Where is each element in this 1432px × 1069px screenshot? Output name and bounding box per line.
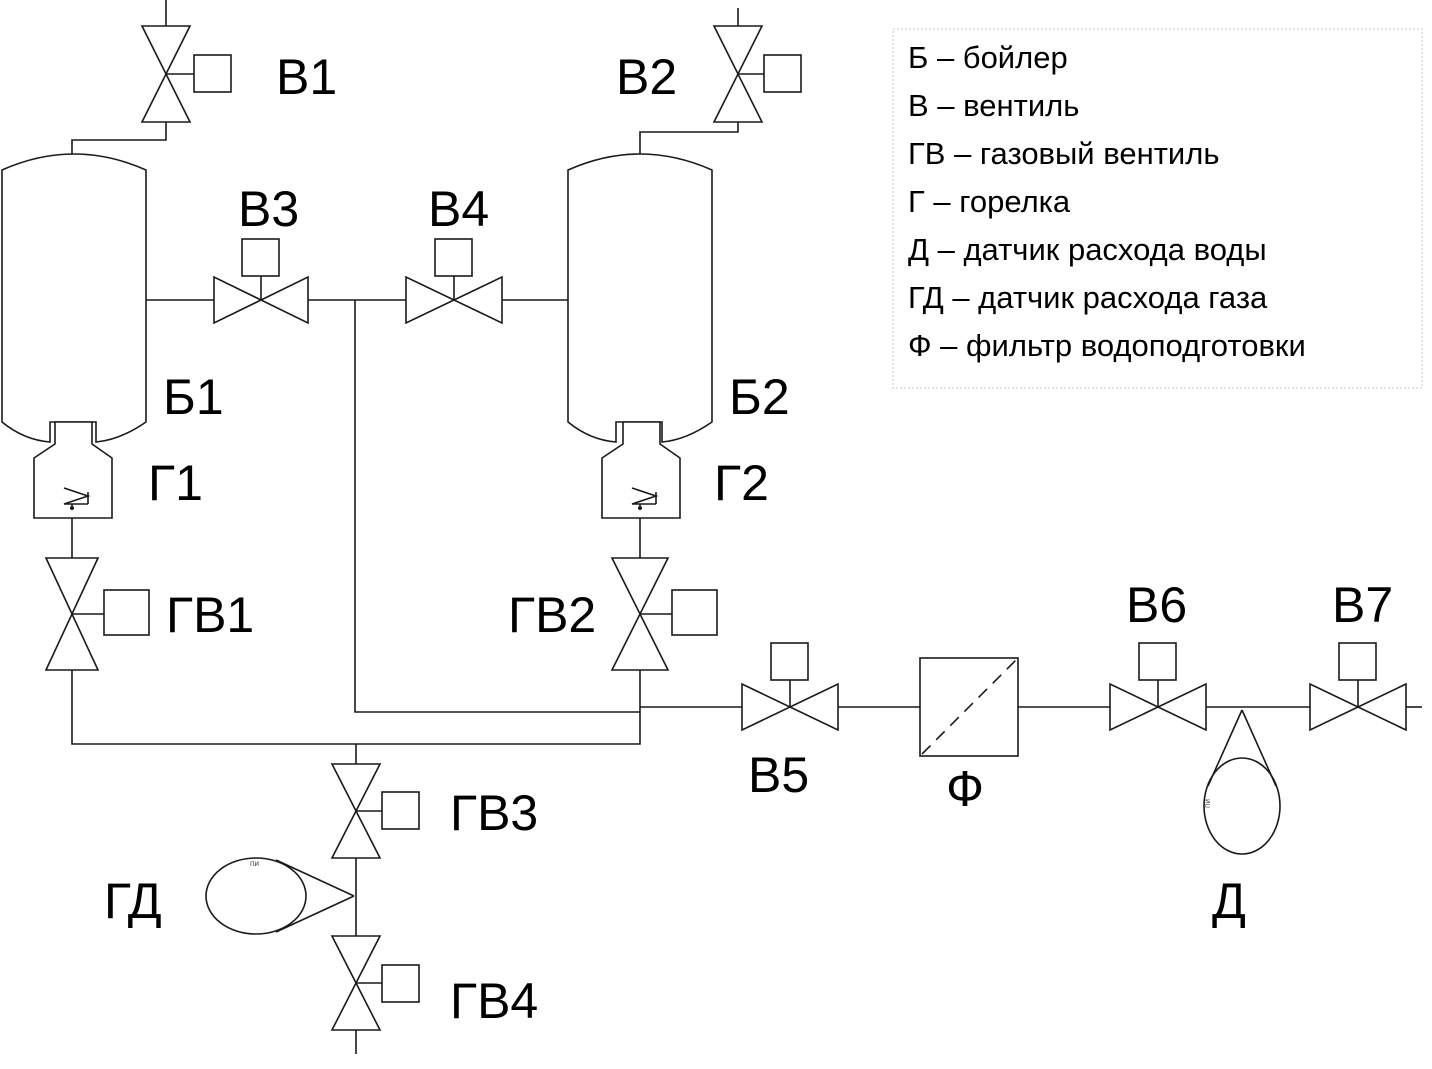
label-v7: В7 bbox=[1332, 577, 1393, 633]
water-meter-tag: ПИ bbox=[1205, 799, 1212, 808]
valve-b7[interactable] bbox=[1309, 642, 1407, 732]
burner-2 bbox=[601, 421, 681, 519]
label-g1: Г1 bbox=[148, 455, 203, 511]
label-v3: В3 bbox=[238, 181, 299, 237]
pipe-gas-manifold bbox=[71, 670, 641, 745]
label-gv1: ГВ1 bbox=[166, 587, 254, 643]
label-g2: Г2 bbox=[714, 455, 769, 511]
label-gv2: ГВ2 bbox=[508, 587, 596, 643]
label-v5: В5 bbox=[748, 747, 809, 803]
legend-item: Д – датчик расхода воды bbox=[908, 232, 1267, 267]
label-d: Д bbox=[1212, 873, 1246, 929]
valve-b6[interactable] bbox=[1109, 642, 1207, 732]
label-b2: Б2 bbox=[729, 369, 790, 425]
legend-item: Ф – фильтр водоподготовки bbox=[908, 328, 1306, 363]
legend-item: Г – горелка bbox=[908, 184, 1071, 219]
valve-b2[interactable] bbox=[712, 25, 802, 123]
component-labels: В1 В2 В3 В4 Б1 Б2 Г1 Г2 ГВ1 ГВ2 В6 В7 В5… bbox=[104, 49, 1393, 1029]
pipes bbox=[71, 0, 1422, 1054]
valve-gv1[interactable] bbox=[44, 557, 150, 671]
valve-b1[interactable] bbox=[140, 25, 232, 123]
legend-box bbox=[892, 28, 1423, 389]
valve-gv3[interactable] bbox=[330, 763, 420, 859]
label-v4: В4 bbox=[428, 181, 489, 237]
burner-1 bbox=[33, 421, 113, 519]
pipe-junction-down bbox=[354, 300, 640, 713]
label-b1: Б1 bbox=[163, 369, 224, 425]
label-v6: В6 bbox=[1126, 577, 1187, 633]
boiler-1 bbox=[1, 153, 147, 443]
legend-item: В – вентиль bbox=[908, 88, 1079, 123]
valve-b3[interactable] bbox=[213, 238, 309, 325]
gas-flow-meter: ПИ bbox=[205, 857, 355, 935]
pipe-b1-to-boiler1 bbox=[71, 122, 167, 160]
valve-gv2[interactable] bbox=[610, 557, 718, 671]
label-gv4: ГВ4 bbox=[450, 973, 538, 1029]
legend-item: ГВ – газовый вентиль bbox=[908, 136, 1219, 171]
pipe-b2-to-boiler2 bbox=[639, 122, 739, 158]
label-gd: ГД bbox=[104, 873, 162, 929]
label-v2: В2 bbox=[616, 49, 677, 105]
legend-item: ГД – датчик расхода газа bbox=[908, 280, 1268, 315]
gas-meter-tag: ПИ bbox=[250, 861, 259, 868]
water-filter bbox=[919, 657, 1019, 757]
legend: Б – бойлер В – вентиль ГВ – газовый вент… bbox=[892, 28, 1423, 389]
water-flow-meter: ПИ bbox=[1203, 709, 1281, 855]
legend-item: Б – бойлер bbox=[908, 40, 1068, 75]
valve-b4[interactable] bbox=[405, 238, 503, 325]
boiler-2 bbox=[567, 153, 713, 443]
valve-gv4[interactable] bbox=[330, 935, 420, 1031]
valve-b5[interactable] bbox=[741, 642, 839, 732]
label-f: Ф bbox=[946, 761, 984, 817]
label-v1: В1 bbox=[276, 49, 337, 105]
label-gv3: ГВ3 bbox=[450, 785, 538, 841]
